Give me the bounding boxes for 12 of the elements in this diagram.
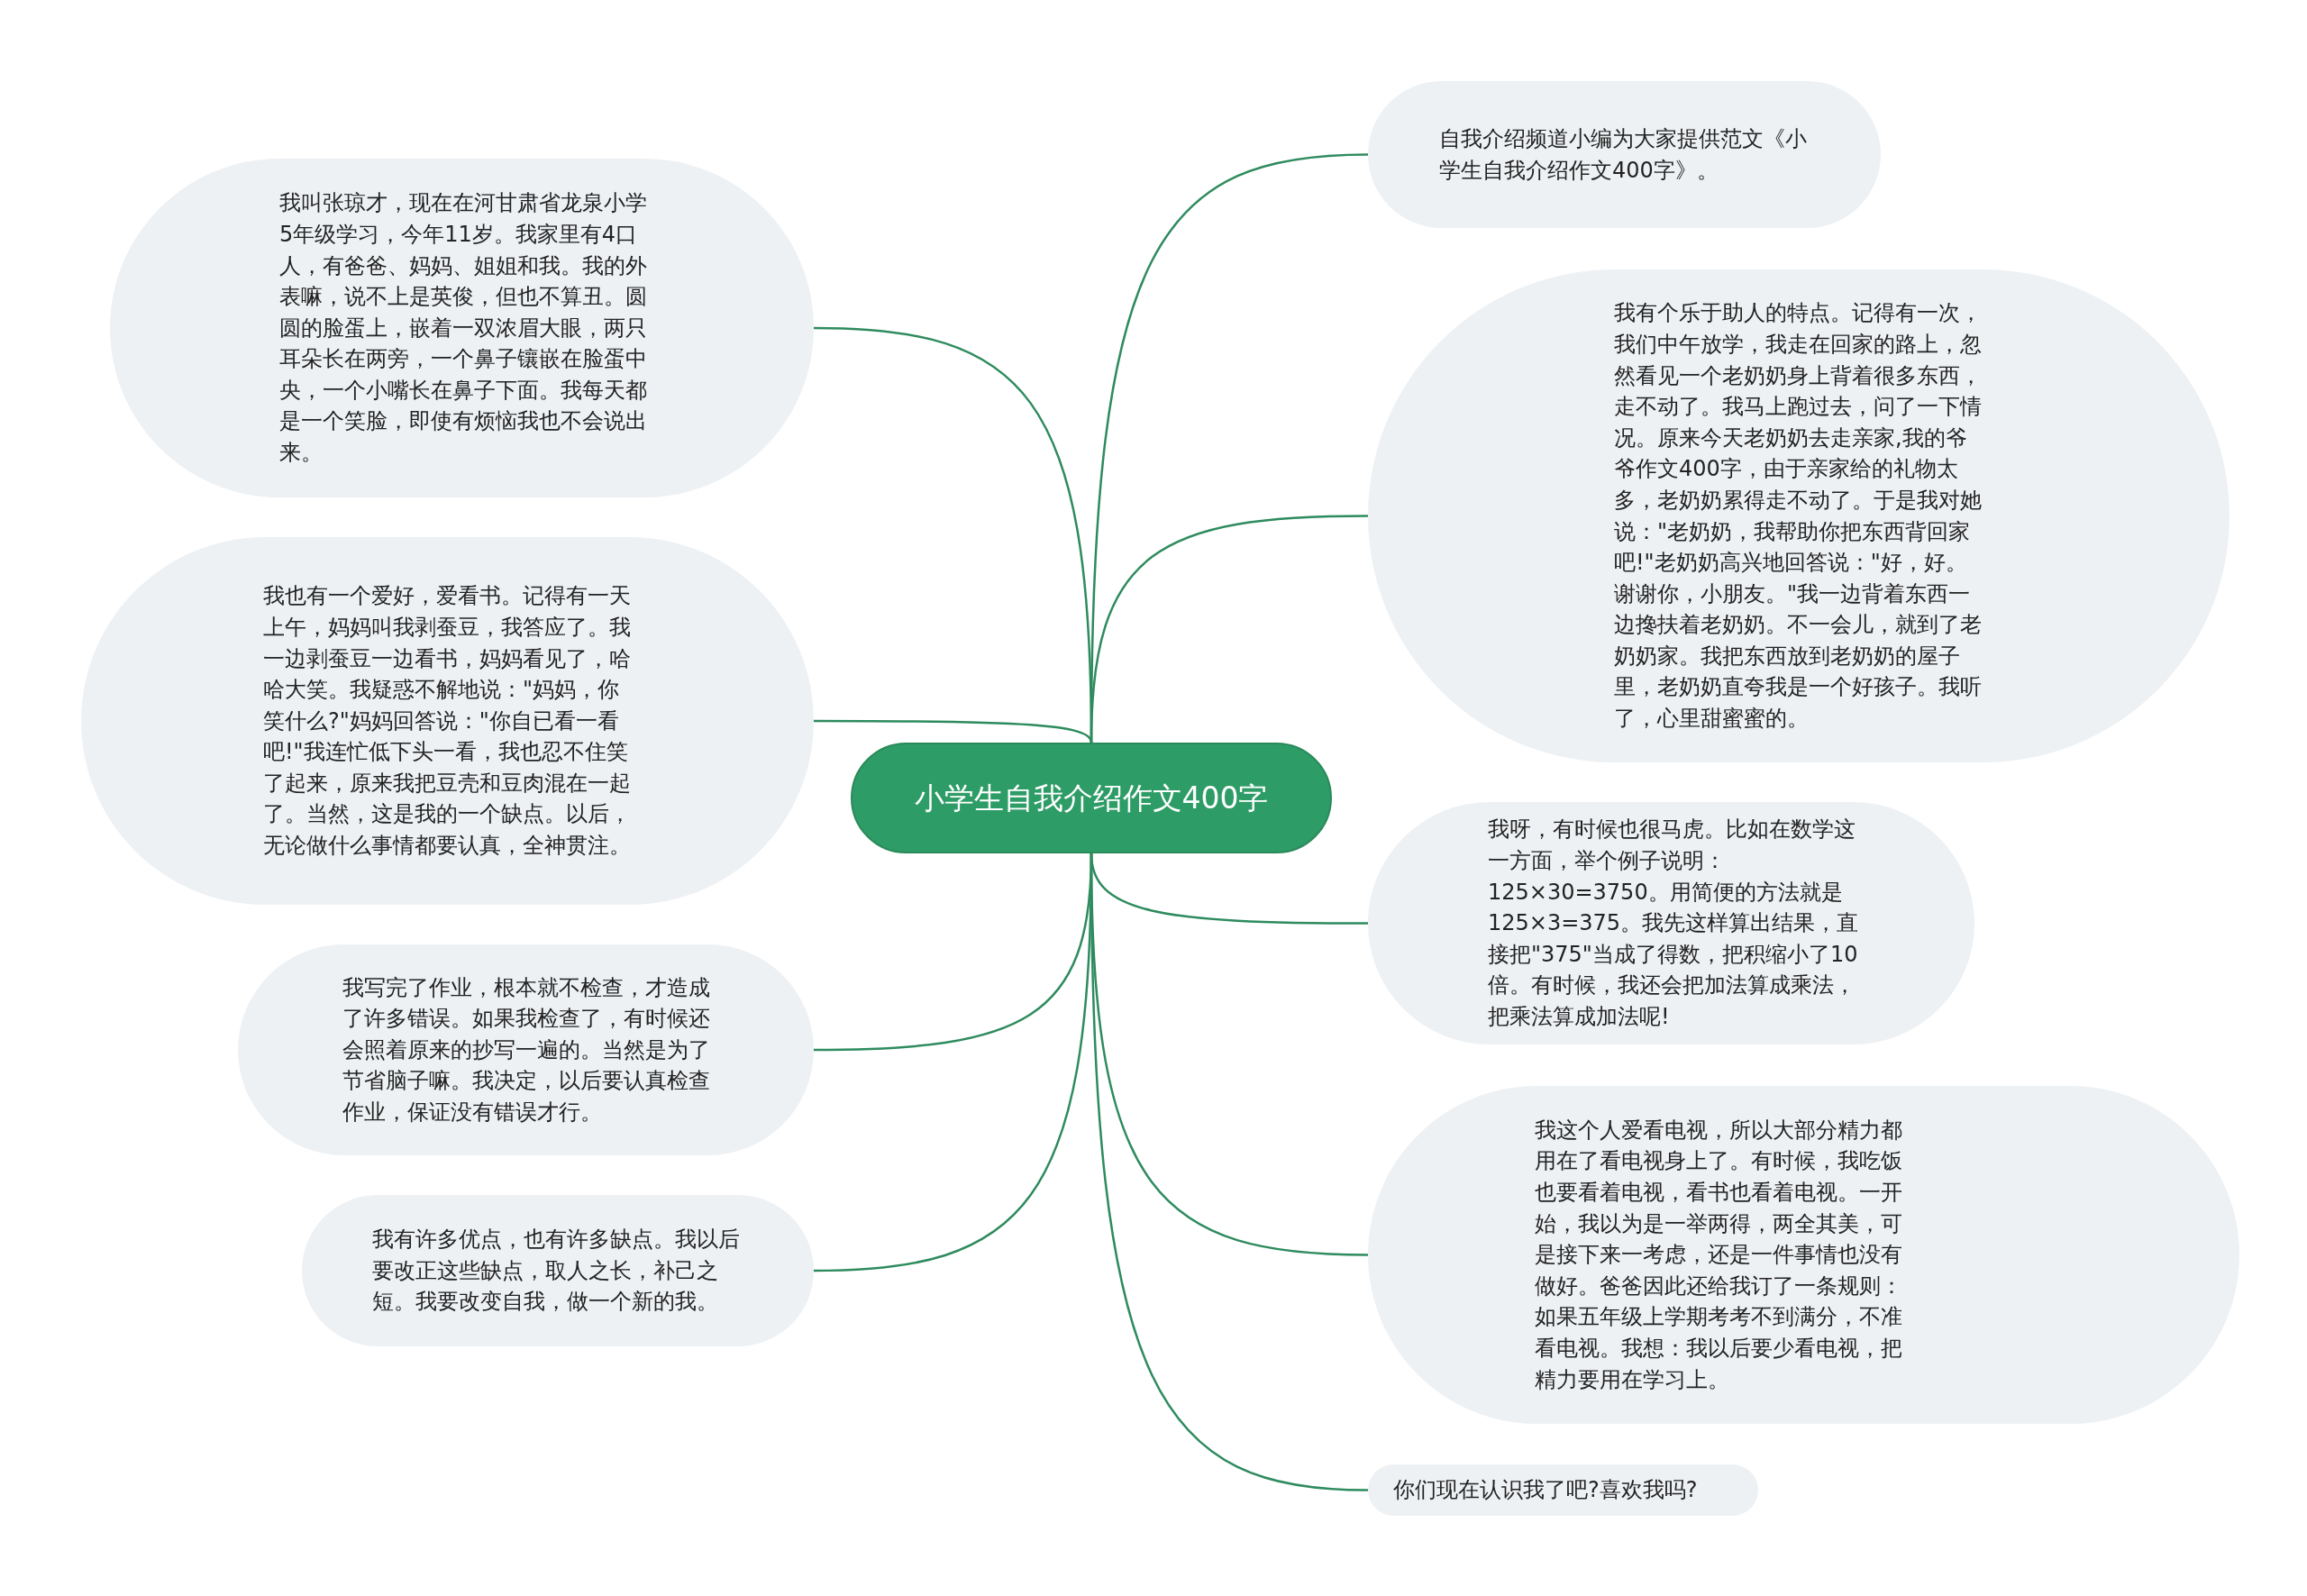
connector-line: [813, 853, 1093, 1272]
text-bubble: 自我介绍频道小编为大家提供范文《小学生自我介绍作文400字》。: [1368, 81, 1881, 228]
text-bubble: 你们现在认识我了吧?喜欢我吗?: [1368, 1464, 1758, 1516]
text-bubble: 我有许多优点，也有许多缺点。我以后要改正这些缺点，取人之长，补己之短。我要改变自我，做一个新的我。: [302, 1195, 814, 1346]
text-bubble: 我有个乐于助人的特点。记得有一次，我们中午放学，我走在回家的路上，忽然看见一个老奶奶身上背着很多东西，走不动了。我马上跑过去，问了一下情况。原来今天老奶奶去走亲家,我的爷爷作文400字，由于亲家给的礼物太多，老奶奶累得走不动了。于是我对她说："老奶奶，我帮助你把东西背回家吧!"老奶奶高兴地回答说："好，好。谢谢你，小朋友。"我一边背着东西一边搀扶着老奶奶。不一会儿，就到了老奶奶家。我把东西放到老奶奶的屋子里，老奶奶直夸我是一个好孩子。我听了，心里甜蜜蜜的。: [1368, 269, 2229, 762]
text-bubble: 我呀，有时候也很马虎。比如在数学这一方面，举个例子说明：125×30=3750。用简便的方法就是125×3=375。我先这样算出结果，直接把"375"当成了得数，把积缩小了10倍。有时候，我还会把加法算成乘法，把乘法算成加法呢!: [1368, 802, 1974, 1044]
topic-box: 小学生自我介绍作文400字: [851, 743, 1332, 853]
connector-line: [814, 719, 1093, 743]
text-bubble: 我叫张琼才，现在在河甘肃省龙泉小学5年级学习，今年11岁。我家里有4口人，有爸爸、妈妈、姐姐和我。我的外表嘛，说不上是英俊，但也不算丑。圆圆的脸蛋上，嵌着一双浓眉大眼，两只耳朵长在两旁，一个鼻子镶嵌在脸蛋中央，一个小嘴长在鼻子下面。我每天都是一个笑脸，即使有烦恼我也不会说出来。: [110, 159, 814, 497]
text-bubble: 我也有一个爱好，爱看书。记得有一天上午，妈妈叫我剥蚕豆，我答应了。我一边剥蚕豆一边看书，妈妈看见了，哈哈大笑。我疑惑不解地说："妈妈，你笑什么?"妈妈回答说："你自已看一看吧!"我连忙低下头一看，我也忍不住笑了起来，原来我把豆壳和豆肉混在一起了。当然，这是我的一个缺点。以后，无论做什么事情都要认真，全神贯注。: [81, 537, 814, 905]
text-bubble: 我写完了作业，根本就不检查，才造成了许多错误。如果我检查了，有时候还会照着原来的抄写一遍的。当然是为了节省脑子嘛。我决定，以后要认真检查作业，保证没有错误才行。: [238, 944, 814, 1155]
text-bubble: 我这个人爱看电视，所以大部分精力都用在了看电视身上了。有时候，我吃饭也要看着电视，看书也看着电视。一开始，我以为是一举两得，两全其美，可是接下来一考虑，还是一件事情也没有做好。爸爸因此还给我订了一条规则：如果五年级上学期考考不到满分，不准看电视。我想：我以后要少看电视，把精力要用在学习上。: [1368, 1086, 2239, 1424]
